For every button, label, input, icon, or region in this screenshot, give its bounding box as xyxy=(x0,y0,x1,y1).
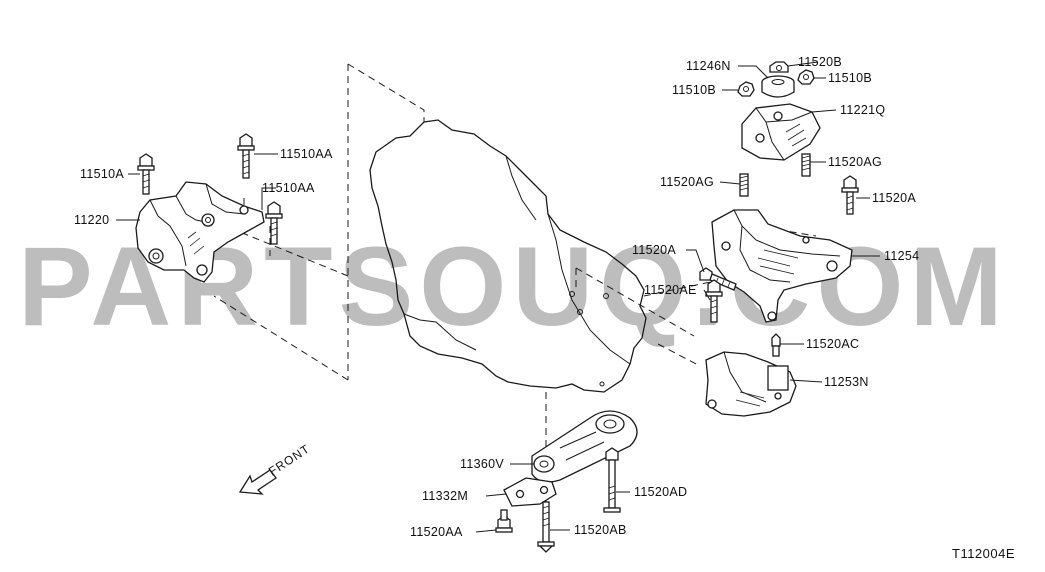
nut-11510B-left[interactable] xyxy=(737,81,755,97)
label-11520AG-left[interactable]: 11520AG xyxy=(660,175,714,189)
nut-11520B[interactable] xyxy=(769,61,789,73)
stud-11520AC[interactable] xyxy=(771,333,781,357)
label-11520AE[interactable]: 11520AE xyxy=(644,283,697,297)
label-11520AB[interactable]: 11520AB xyxy=(574,523,627,537)
insulator-11246N[interactable] xyxy=(761,75,795,98)
bracket-11332M[interactable] xyxy=(503,477,557,507)
front-label: FRONT xyxy=(266,442,312,479)
bolt-11510AA-upper[interactable] xyxy=(237,133,255,179)
label-11520AC[interactable]: 11520AC xyxy=(806,337,859,351)
label-11510B-left[interactable]: 11510B xyxy=(672,83,716,97)
label-11520A-left[interactable]: 11520A xyxy=(632,243,676,257)
front-direction-arrow: FRONT xyxy=(238,442,312,495)
bolt-11510AA-lower[interactable] xyxy=(265,201,283,245)
bracket-11221Q[interactable] xyxy=(741,103,821,161)
label-11510B-right[interactable]: 11510B xyxy=(828,71,872,85)
label-11520B[interactable]: 11520B xyxy=(798,55,842,69)
engine-block[interactable] xyxy=(369,119,647,393)
label-11510A[interactable]: 11510A xyxy=(80,167,124,181)
torque-rod-11360V[interactable] xyxy=(531,410,638,483)
bolt-11520A-right[interactable] xyxy=(841,175,859,215)
part-labels: 11246N 11520B 11510B 11510B 11221Q 11520… xyxy=(74,55,919,539)
leader-lines xyxy=(116,61,880,533)
label-11253N[interactable]: 11253N xyxy=(824,375,869,389)
label-11520AD[interactable]: 11520AD xyxy=(634,485,687,499)
nut-11510B-right[interactable] xyxy=(797,69,815,85)
stud-11520AG-left[interactable] xyxy=(739,173,749,197)
label-11254[interactable]: 11254 xyxy=(884,249,919,263)
label-11246N[interactable]: 11246N xyxy=(686,59,731,73)
bolt-11510A[interactable] xyxy=(137,153,155,195)
bolt-11520A-left[interactable] xyxy=(699,267,737,291)
left-engine-mount-11220[interactable] xyxy=(135,181,265,283)
label-11360V[interactable]: 11360V xyxy=(460,457,504,471)
stud-11520AG-right[interactable] xyxy=(801,153,811,177)
bolt-11520AB[interactable] xyxy=(537,501,555,553)
label-11510AA-mid[interactable]: 11510AA xyxy=(262,181,315,195)
diagram-reference-code: T112004E xyxy=(952,546,1015,561)
label-11332M[interactable]: 11332M xyxy=(422,489,468,503)
bolt-11520AD[interactable] xyxy=(603,447,621,513)
label-11510AA-top[interactable]: 11510AA xyxy=(280,147,333,161)
label-11221Q[interactable]: 11221Q xyxy=(840,103,885,117)
label-11520AG-right[interactable]: 11520AG xyxy=(828,155,882,169)
bracket-11253N[interactable] xyxy=(705,351,797,417)
label-11220[interactable]: 11220 xyxy=(74,213,109,227)
label-11520A-right[interactable]: 11520A xyxy=(872,191,916,205)
bolt-11520AA-lower[interactable] xyxy=(495,509,513,533)
label-11520AA[interactable]: 11520AA xyxy=(410,525,463,539)
